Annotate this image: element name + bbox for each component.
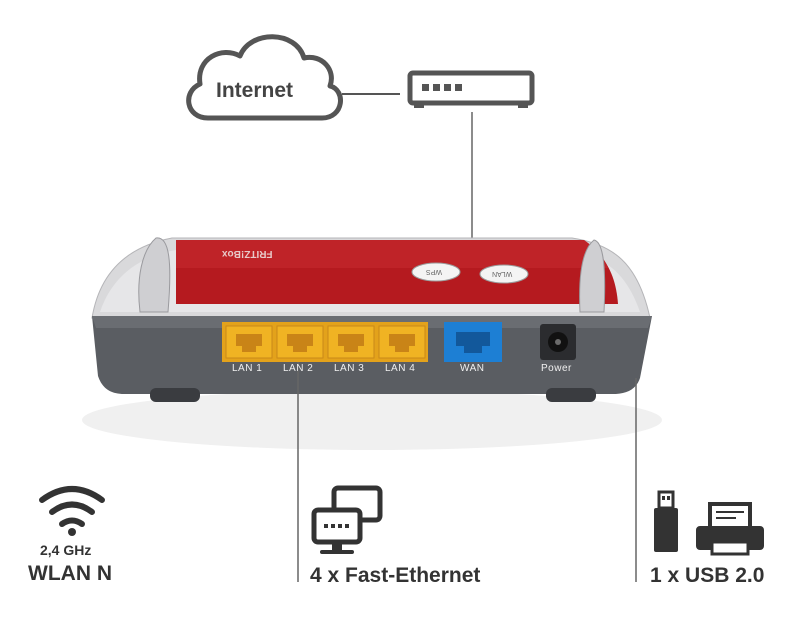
wlan-button-label: WLAN bbox=[492, 270, 513, 277]
lan-ports bbox=[222, 322, 428, 362]
wps-button[interactable] bbox=[411, 262, 461, 282]
right-antenna bbox=[579, 239, 606, 313]
internet-label: Internet bbox=[216, 79, 294, 102]
left-antenna bbox=[138, 237, 171, 313]
wifi-icon bbox=[39, 486, 105, 527]
printer-icon bbox=[696, 502, 764, 556]
lan-port-2-label: LAN 2 bbox=[283, 363, 314, 374]
ethernet-label: 4 x Fast-Ethernet bbox=[310, 564, 481, 587]
computers-icon bbox=[311, 485, 383, 554]
router bbox=[82, 237, 662, 450]
router-brand: FRITZ!Box bbox=[222, 248, 273, 259]
lan-port-3-label: LAN 3 bbox=[334, 363, 365, 374]
lan-port-1[interactable] bbox=[225, 325, 273, 359]
wlan-standard: WLAN N bbox=[28, 562, 112, 585]
wps-button-label: WPS bbox=[426, 268, 442, 275]
power-label: Power bbox=[541, 363, 572, 374]
lan-port-4-label: LAN 4 bbox=[385, 363, 416, 374]
usb-label: 1 x USB 2.0 bbox=[650, 564, 765, 587]
wlan-frequency: 2,4 GHz bbox=[40, 542, 92, 558]
modem-icon bbox=[407, 70, 535, 108]
usb-stick-icon bbox=[654, 490, 678, 552]
lan-port-1-label: LAN 1 bbox=[232, 363, 263, 374]
wlan-button[interactable] bbox=[479, 264, 529, 284]
cloud-icon bbox=[186, 34, 343, 121]
wan-port-label: WAN bbox=[460, 363, 485, 374]
